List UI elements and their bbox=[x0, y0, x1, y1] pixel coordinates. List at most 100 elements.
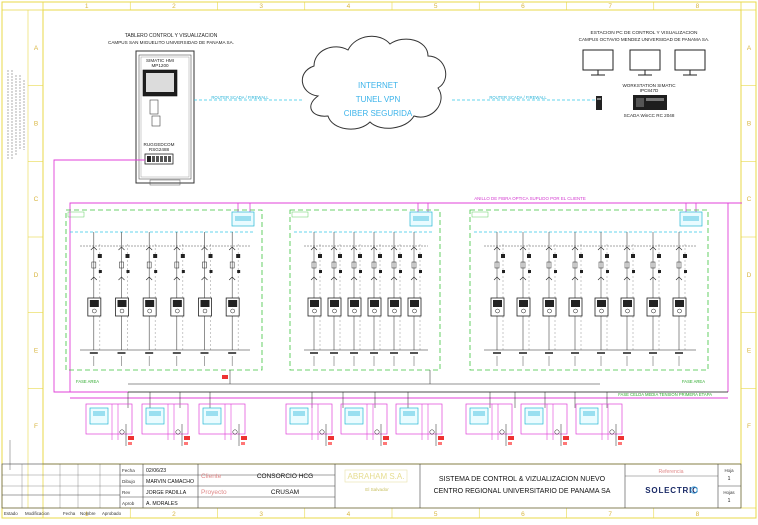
company-watermark-logo: ABRAHAM S.A. bbox=[344, 469, 408, 483]
area-panels bbox=[65, 209, 709, 371]
workstation-icon bbox=[633, 95, 667, 110]
workstation-label-2: IPC847D bbox=[640, 88, 659, 93]
bottom-cell-modificacion: Modificacion bbox=[25, 511, 50, 516]
column-label-5: 5 bbox=[434, 3, 438, 10]
row-label-E: E bbox=[34, 348, 39, 355]
monitors-group bbox=[582, 49, 706, 76]
feeder-relay-unit bbox=[141, 403, 190, 446]
breaker-unit bbox=[516, 232, 531, 366]
fecha-label: Fecha bbox=[122, 468, 135, 473]
column-label-1: 1 bbox=[85, 511, 89, 518]
revisado-value: JORGE PADILLA bbox=[146, 490, 187, 496]
solectric-logo: SOLECTRIC bbox=[645, 486, 698, 495]
cliente-label: Cliente bbox=[201, 473, 222, 480]
breaker-unit bbox=[225, 232, 241, 366]
switch-label-2: RSG2488 bbox=[149, 147, 170, 152]
referencia-label: Referencia bbox=[658, 469, 683, 475]
area-panel bbox=[289, 209, 441, 371]
column-label-7: 7 bbox=[608, 511, 612, 518]
fase-left-label: FASE AREA bbox=[76, 379, 99, 384]
feeder-relay-unit bbox=[520, 403, 569, 446]
dibujo-label: Dibujo bbox=[122, 479, 135, 484]
cloud-line-3: CIBER SEGURIDA bbox=[344, 109, 413, 118]
empresa-subtitle: El Salvador bbox=[365, 487, 389, 492]
breaker-unit bbox=[490, 232, 505, 366]
area-panel bbox=[469, 209, 709, 371]
rev-label: Rev bbox=[122, 490, 131, 495]
hoja-value: 1 bbox=[728, 476, 731, 482]
row-label-A: A bbox=[747, 45, 752, 52]
anillo-label: ANILLO DE FIBRA OPTICA SUPLIDO POR EL CL… bbox=[474, 196, 586, 201]
aprob-label: Aprob bbox=[122, 501, 135, 506]
column-label-5: 5 bbox=[434, 511, 438, 518]
row-label-B: B bbox=[747, 121, 751, 128]
breaker-unit bbox=[367, 232, 382, 366]
breaker-unit bbox=[87, 232, 102, 366]
breaker-unit bbox=[620, 232, 635, 366]
breaker-unit bbox=[646, 232, 661, 366]
de-value: 1 bbox=[728, 498, 731, 504]
estacion-title-2: CAMPUS OCTAVIO MENDEZ UNIVERSIDAD DE PAN… bbox=[579, 37, 710, 42]
column-label-2: 2 bbox=[172, 3, 176, 10]
column-label-6: 6 bbox=[521, 3, 525, 10]
vertical-notes bbox=[7, 70, 25, 470]
hmi-panel-icon bbox=[142, 69, 178, 127]
de-label: Hojas bbox=[723, 490, 735, 495]
breaker-unit bbox=[568, 232, 583, 366]
switch-label-1: RUGGEDCOM bbox=[144, 142, 175, 147]
proyecto-label: Proyecto bbox=[201, 489, 227, 496]
svg-text:ABRAHAM S.A.: ABRAHAM S.A. bbox=[348, 472, 405, 481]
feeder-relay-unit bbox=[465, 403, 514, 446]
fase-right-label: FASE AREA bbox=[682, 379, 705, 384]
row-label-D: D bbox=[747, 272, 752, 279]
breaker-unit bbox=[307, 232, 322, 366]
breaker-unit bbox=[387, 232, 402, 366]
feeder-units bbox=[85, 370, 624, 446]
cloud-line-1: INTERNET bbox=[358, 81, 398, 90]
bottom-cell-nombre: Nombre bbox=[80, 511, 96, 516]
breaker-unit bbox=[594, 232, 609, 366]
feeder-relay-unit bbox=[198, 403, 247, 446]
breaker-unit bbox=[142, 232, 158, 366]
bottom-cell-fecha: Fecha bbox=[63, 511, 76, 516]
column-label-3: 3 bbox=[259, 511, 263, 518]
aprobado-value: A. MORALES bbox=[146, 501, 178, 507]
row-label-E: E bbox=[747, 348, 752, 355]
column-label-4: 4 bbox=[347, 3, 351, 10]
breaker-unit bbox=[672, 232, 687, 366]
hmi-label-1: SIMATIC HMI bbox=[146, 58, 174, 63]
breaker-unit bbox=[115, 232, 130, 366]
feeder-relay-unit bbox=[575, 403, 624, 446]
tablero-title-1: TABLERO CONTROL Y VISUALIZACION bbox=[125, 33, 218, 39]
column-label-8: 8 bbox=[696, 511, 700, 518]
bottom-cell-estado: Estado bbox=[4, 511, 18, 516]
row-label-A: A bbox=[34, 45, 39, 52]
breaker-unit bbox=[170, 232, 185, 366]
row-label-F: F bbox=[34, 423, 38, 430]
area-panel bbox=[65, 209, 263, 371]
breaker-unit bbox=[327, 232, 342, 366]
breaker-unit bbox=[407, 232, 422, 366]
sistema-line-1: SISTEMA DE CONTROL & VIZUALIZACION NUEVO bbox=[439, 476, 606, 483]
monitor-icon bbox=[674, 49, 706, 76]
feeder-relay-unit bbox=[340, 403, 389, 446]
fase-bottom-label: FASE CELDA MEDIA TENSION PRIMERA ETAPA bbox=[618, 392, 712, 397]
bottom-cell-aprobado: Aprobado bbox=[102, 511, 122, 516]
internet-cloud-icon bbox=[302, 35, 447, 130]
column-label-3: 3 bbox=[259, 3, 263, 10]
feeder-relay-unit bbox=[285, 403, 334, 446]
column-label-7: 7 bbox=[608, 3, 612, 10]
red-tag-marker bbox=[222, 375, 228, 379]
fecha-value: 02/06/23 bbox=[146, 468, 166, 474]
column-label-8: 8 bbox=[696, 3, 700, 10]
breaker-unit bbox=[347, 232, 362, 366]
row-label-C: C bbox=[34, 196, 39, 203]
logo-text: SOLECTRIC bbox=[645, 486, 698, 495]
row-label-C: C bbox=[747, 196, 752, 203]
